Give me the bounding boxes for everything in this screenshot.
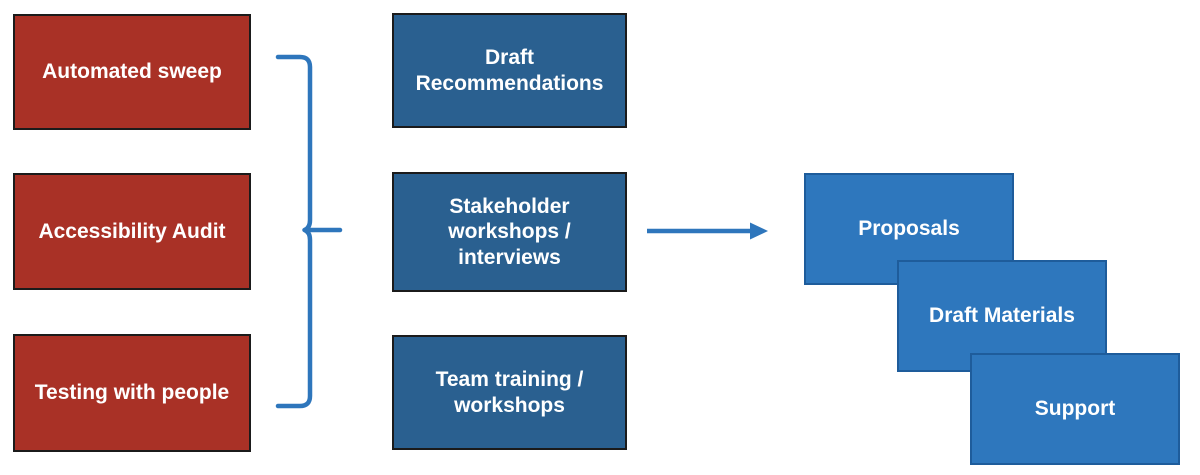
- node-support: Support: [970, 353, 1180, 465]
- arrow-right-icon: [647, 222, 768, 240]
- node-accessibility-audit: Accessibility Audit: [13, 173, 251, 290]
- node-label: Testing with people: [34, 381, 230, 405]
- node-label: Support: [1034, 397, 1116, 421]
- node-label: Draft Recommendations: [415, 45, 604, 95]
- node-automated-sweep: Automated sweep: [13, 14, 251, 130]
- node-testing-with-people: Testing with people: [13, 334, 251, 452]
- node-team-training: Team training / workshops: [392, 335, 627, 450]
- node-label: Accessibility Audit: [38, 219, 226, 243]
- node-label: Stakeholder workshops / interviews: [448, 194, 571, 269]
- node-label: Proposals: [858, 217, 960, 241]
- curly-brace-connector: [275, 54, 343, 409]
- node-label: Team training / workshops: [435, 367, 584, 417]
- node-stakeholder-workshops: Stakeholder workshops / interviews: [392, 172, 627, 292]
- node-label: Draft Materials: [929, 304, 1075, 328]
- node-label: Automated sweep: [42, 60, 222, 84]
- node-draft-recommendations: Draft Recommendations: [392, 13, 627, 128]
